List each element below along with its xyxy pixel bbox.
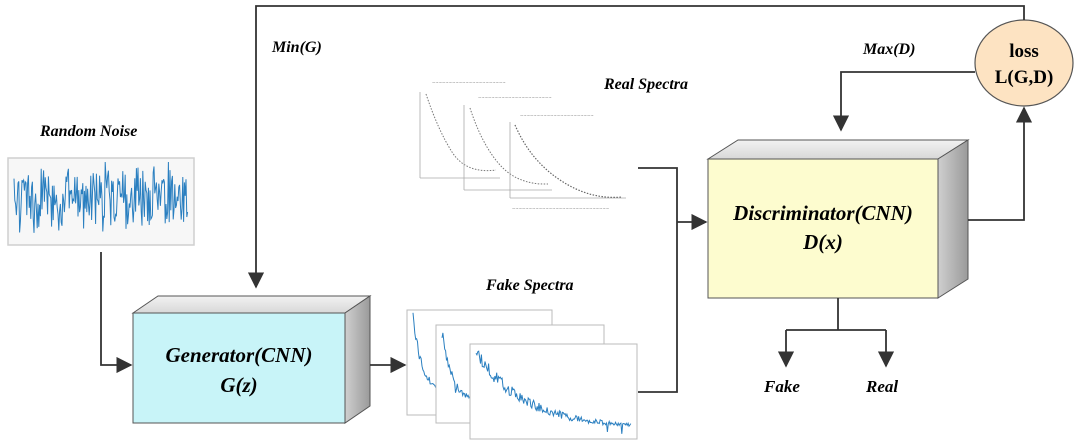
svg-text:~~~~~~~~~~~~~~~~~~~~~~: ~~~~~~~~~~~~~~~~~~~~~~: [478, 95, 552, 100]
loss-to-discriminator-arrow: [832, 71, 975, 132]
random-noise-panel: [7, 157, 195, 246]
generator-function: G(z): [220, 373, 257, 397]
fake-spectra-label: Fake Spectra: [485, 277, 574, 294]
svg-text:~~~~~~~~~~~~~~~~~~~~~~~~~~~~~: ~~~~~~~~~~~~~~~~~~~~~~~~~~~~~: [512, 206, 609, 211]
svg-text:~~~~~~~~~~~~~~~~~~~~~~: ~~~~~~~~~~~~~~~~~~~~~~: [520, 113, 594, 118]
loss-to-generator-arrow: [247, 5, 1025, 289]
discriminator-to-loss-arrow: [968, 106, 1033, 221]
real-spectrum-plot-3: ~~~~~~~~~~~~~~~~~~~~~~ ~~~~~~~~~~~~~~~~~…: [509, 113, 626, 211]
loss-function: L(G,D): [995, 67, 1054, 88]
svg-text:~~~~~~~~~~~~~~~~~~~~~~: ~~~~~~~~~~~~~~~~~~~~~~: [432, 80, 506, 85]
fake-output-label: Fake: [763, 377, 800, 396]
connectors: [100, 5, 1033, 393]
loss-node: [974, 19, 1074, 107]
fake-spectrum-trace-3: [475, 350, 632, 434]
real-spectrum-plot-2: ~~~~~~~~~~~~~~~~~~~~~~: [463, 95, 552, 191]
generator-title: Generator(CNN): [166, 343, 313, 367]
fake-to-join-line: [638, 222, 678, 393]
min-g-label: Min(G): [271, 39, 322, 56]
real-spectrum-plot-1: ~~~~~~~~~~~~~~~~~~~~~~: [419, 80, 506, 179]
noise-to-generator-arrow: [100, 252, 133, 374]
noise-waveform: [13, 161, 189, 233]
random-noise-label: Random Noise: [39, 123, 137, 140]
generator-box: [131, 295, 372, 424]
discriminator-function: D(x): [802, 230, 843, 254]
real-spectra-label: Real Spectra: [603, 76, 688, 93]
max-d-label: Max(D): [862, 41, 915, 58]
fake-spectrum-trace-2: [441, 332, 473, 401]
loss-title: loss: [1009, 41, 1039, 62]
fake-spectra-stack: [406, 309, 638, 440]
real-to-join-line: [638, 167, 678, 222]
discriminator-title: Discriminator(CNN): [732, 201, 913, 225]
real-output-label: Real: [865, 377, 898, 396]
real-spectra-stack: ~~~~~~~~~~~~~~~~~~~~~~ ~~~~~~~~~~~~~~~~~…: [419, 80, 626, 211]
discriminator-box: [706, 139, 970, 299]
